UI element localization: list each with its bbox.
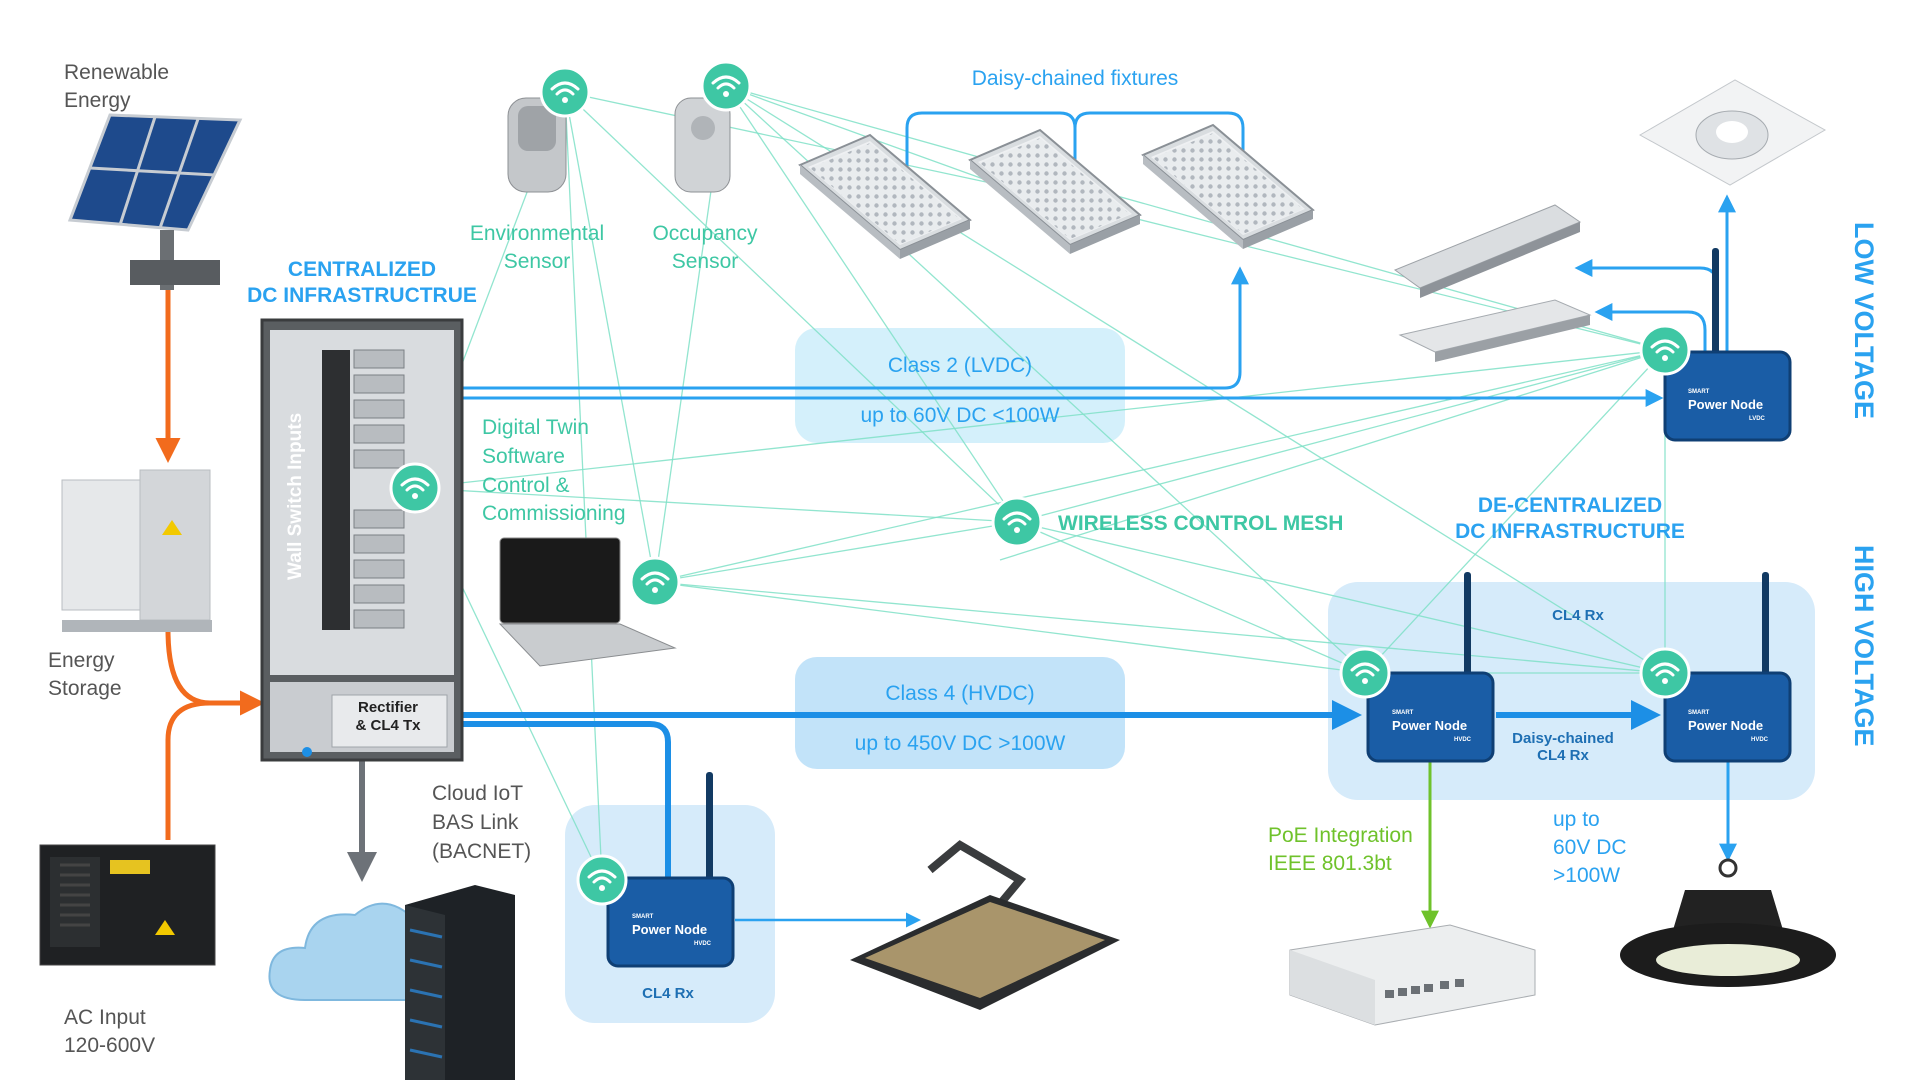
poe-label-1: PoE Integration [1268, 824, 1413, 847]
wifi-icon [389, 462, 441, 514]
daisy-chain-brackets [905, 111, 1245, 168]
server-rack-icon [405, 885, 515, 1085]
class4-spec: up to 450V DC >100W [855, 732, 1066, 755]
ac-label-1: AC Input [64, 1006, 146, 1029]
centralized-label-2: DC INFRASTRUCTRUE [247, 284, 477, 307]
electrical-panel-icon [260, 318, 464, 762]
daisy-cl4-label-1: Daisy-chained [1512, 730, 1614, 747]
class2-zone [795, 328, 1125, 443]
power-node-hvdc-2: SMART Power Node HVDC [1663, 572, 1792, 763]
cloud-label-1: Cloud IoT [432, 782, 523, 805]
node-title: Power Node [632, 922, 707, 937]
class2-label: Class 2 (LVDC) [888, 354, 1032, 377]
digital-twin-label-2: Software [482, 445, 565, 468]
rectifier-label-2: & CL4 Tx [355, 717, 421, 734]
environmental-sensor-icon [507, 97, 567, 193]
node-title: Power Node [1688, 397, 1763, 412]
decentralized-label-2: DC INFRASTRUCTURE [1455, 520, 1685, 543]
wifi-icon [1639, 324, 1691, 376]
laptop-icon [498, 537, 677, 667]
renewable-label-1: Renewable [64, 61, 169, 84]
mesh-label: WIRELESS CONTROL MESH [1058, 512, 1343, 535]
cl4rx-label-top: CL4 Rx [1552, 607, 1604, 624]
cl4rx-label-bottom: CL4 Rx [642, 985, 694, 1002]
wifi-icon [1639, 647, 1691, 699]
wall-switch-label: Wall Switch Inputs [285, 413, 306, 580]
flood-light-icon [850, 840, 1120, 1010]
power-node-lvdc: SMART Power Node LVDC [1663, 248, 1792, 442]
upto-label-2: 60V DC [1553, 836, 1627, 859]
low-voltage-label: LOW VOLTAGE [1849, 222, 1879, 419]
generator-icon [39, 844, 216, 966]
orange-power-lines [155, 280, 265, 840]
node-sub: HVDC [1751, 737, 1769, 743]
high-voltage-label: HIGH VOLTAGE [1849, 545, 1879, 747]
digital-twin-label-1: Digital Twin [482, 416, 589, 439]
daisy-cl4-label-2: CL4 Rx [1537, 747, 1589, 764]
wifi-icon [629, 556, 681, 608]
node-smart-label: SMART [632, 914, 654, 920]
storage-label-1: Energy [48, 649, 115, 672]
cloud-label-2: BAS Link [432, 811, 519, 834]
occ-sensor-label-1: Occupancy [652, 222, 758, 245]
node-sub: LVDC [1749, 416, 1766, 422]
rectifier-label-1: Rectifier [358, 699, 418, 716]
solar-panel-icon [67, 113, 243, 290]
occ-sensor-label-2: Sensor [672, 250, 739, 273]
poe-label-2: IEEE 801.3bt [1268, 852, 1392, 875]
wifi-icon [539, 66, 591, 118]
storage-label-2: Storage [48, 677, 122, 700]
class4-label: Class 4 (HVDC) [885, 682, 1034, 705]
network-switch-icon [1289, 924, 1536, 1026]
power-node-hvdc-3: SMART Power Node HVDC [606, 772, 735, 968]
wifi-icon [991, 496, 1043, 548]
power-node-hvdc-1: SMART Power Node HVDC [1366, 572, 1495, 763]
centralized-label-1: CENTRALIZED [288, 258, 436, 281]
node-title: Power Node [1392, 718, 1467, 733]
node-smart-label: SMART [1688, 710, 1710, 716]
linear-light-icon [1393, 204, 1592, 362]
energy-storage-icon [61, 469, 212, 632]
upto-label-3: >100W [1553, 864, 1620, 887]
cloud-label-3: (BACNET) [432, 840, 531, 863]
wifi-icon [1339, 647, 1391, 699]
led-panel-icon [799, 124, 1314, 260]
occupancy-sensor-icon [674, 97, 731, 193]
wifi-icon [576, 854, 628, 906]
node-smart-label: SMART [1392, 710, 1414, 716]
digital-twin-label-3: Control & [482, 474, 570, 497]
node-smart-label: SMART [1688, 389, 1710, 395]
env-sensor-label-2: Sensor [504, 250, 571, 273]
env-sensor-label-1: Environmental [470, 222, 604, 245]
high-bay-light-icon [1620, 858, 1836, 987]
digital-twin-label-4: Commissioning [482, 502, 626, 525]
renewable-label-2: Energy [64, 89, 131, 112]
node-sub: HVDC [1454, 737, 1472, 743]
lvdc-lines [410, 266, 1664, 407]
wifi-icon [700, 60, 752, 112]
class2-spec: up to 60V DC <100W [860, 404, 1059, 427]
upto-label-1: up to [1553, 808, 1600, 831]
node-sub: HVDC [694, 941, 712, 947]
downlight-icon [1638, 79, 1827, 186]
decentralized-label-1: DE-CENTRALIZED [1478, 494, 1662, 517]
ac-label-2: 120-600V [64, 1034, 155, 1057]
hvdc-lines [462, 700, 1661, 880]
daisy-fixtures-label: Daisy-chained fixtures [972, 67, 1179, 90]
node-title: Power Node [1688, 718, 1763, 733]
